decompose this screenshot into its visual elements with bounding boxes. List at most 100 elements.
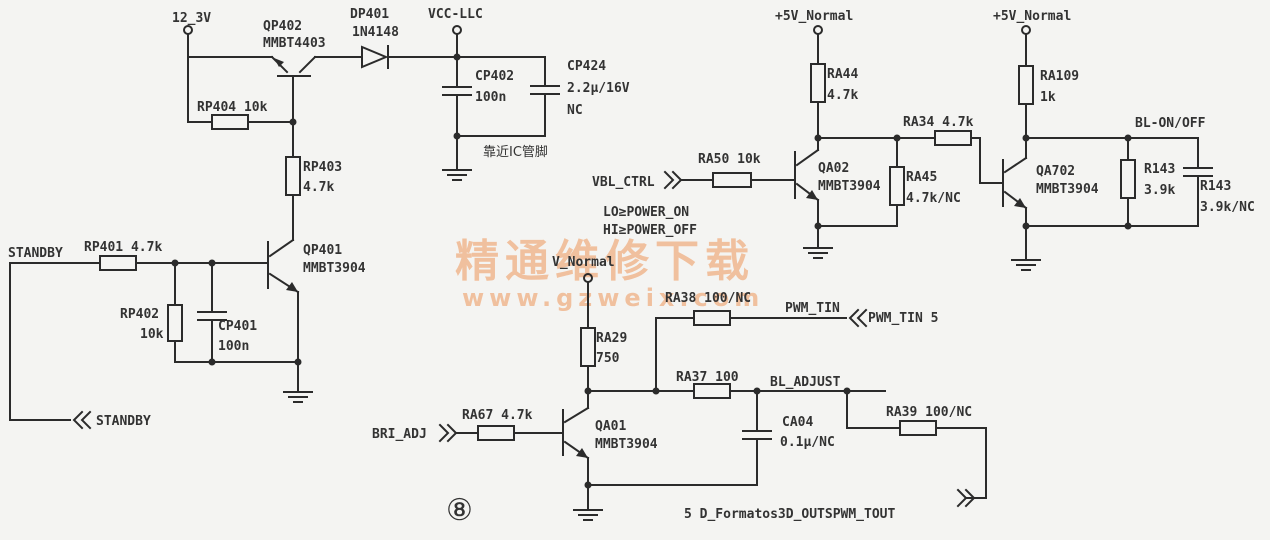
- note-lo-power-on: LO≥POWER_ON: [603, 205, 689, 220]
- cp424-ref: CP424: [567, 59, 606, 74]
- ca04-capacitor: [742, 430, 772, 440]
- vcc-llc-label: VCC-LLC: [428, 7, 483, 22]
- ground-symbol: [283, 381, 313, 403]
- qp401-ref: QP401: [303, 243, 342, 258]
- rp404-label: RP404 10k: [197, 100, 268, 115]
- rp403-value: 4.7k: [303, 180, 334, 195]
- rp401-resistor: [99, 255, 137, 271]
- rp402-ref: RP402: [120, 307, 159, 322]
- qp402-ref: QP402: [263, 19, 302, 34]
- cp401-ref: CP401: [218, 319, 257, 334]
- ra39-label: RA39 100/NC: [886, 405, 972, 420]
- ra34-label: RA34 4.7k: [903, 115, 974, 130]
- ra29-resistor: [580, 327, 596, 367]
- vcc-llc-terminal: [452, 25, 462, 35]
- r143b-ref: R143: [1200, 179, 1231, 194]
- ra50-label: RA50 10k: [698, 152, 761, 167]
- ra37-resistor: [693, 383, 731, 399]
- qa01-ref: QA01: [595, 419, 626, 434]
- ra34-resistor: [934, 130, 972, 146]
- rail-12v-label: 12_3V: [172, 11, 211, 26]
- qa702-ref: QA702: [1036, 164, 1075, 179]
- rp403-ref: RP403: [303, 160, 342, 175]
- backlight-onoff-circuit: +5V_Normal RA44 4.7k QA02 MMBT3904 VBL_C…: [592, 9, 1255, 271]
- bl-onoff-label: BL-ON/OFF: [1135, 116, 1206, 131]
- r143-capacitor: [1183, 167, 1213, 177]
- vcc5-c-label: V_Normal: [552, 255, 615, 270]
- dp401-value: 1N4148: [352, 25, 399, 40]
- qp402-value: MMBT4403: [263, 36, 326, 51]
- ra44-resistor: [810, 63, 826, 103]
- pwm-tin-arrow: [848, 308, 868, 328]
- ra109-ref: RA109: [1040, 69, 1079, 84]
- ra38-label: RA38 100/NC: [665, 291, 751, 306]
- note-hi-power-off: HI≥POWER_OFF: [603, 223, 697, 238]
- ra109-resistor: [1018, 65, 1034, 105]
- pwm-tin5-label: PWM_TIN 5: [868, 311, 938, 326]
- cp424-value: 2.2μ/16V: [567, 81, 630, 96]
- rp404-resistor: [211, 114, 249, 130]
- standby-out-arrow: [72, 410, 92, 430]
- standby-circuit: 12_3V RP404 10k QP402 MMBT4403 DP401 1N4…: [8, 7, 630, 430]
- ra29-ref: RA29: [596, 331, 627, 346]
- watermark-url: www.gzweix.com: [462, 284, 764, 312]
- standby-in-label: STANDBY: [8, 246, 63, 261]
- r143-resistor: [1120, 159, 1136, 199]
- pwm-tin-label: PWM_TIN: [785, 301, 840, 316]
- backlight-adjust-circuit: V_Normal RA29 750 RA38 100/NC PWM_TIN PW…: [372, 255, 987, 522]
- rp403-resistor: [285, 156, 301, 196]
- cp401-value: 100n: [218, 339, 249, 354]
- vcc5-a-label: +5V_Normal: [775, 9, 853, 24]
- qa702-value: MMBT3904: [1036, 182, 1099, 197]
- standby-out-label: STANDBY: [96, 414, 151, 429]
- ra29-value: 750: [596, 351, 620, 366]
- dp401-ref: DP401: [350, 7, 389, 22]
- ca04-value: 0.1μ/NC: [780, 435, 835, 450]
- ra39-resistor: [899, 420, 937, 436]
- ra44-ref: RA44: [827, 67, 858, 82]
- ground-symbol: [573, 499, 603, 521]
- qa02-value: MMBT3904: [818, 179, 881, 194]
- qa01-value: MMBT3904: [595, 437, 658, 452]
- qp402-transistor: [270, 55, 317, 123]
- vcc5-b-terminal: [1021, 25, 1031, 35]
- qp401-value: MMBT3904: [303, 261, 366, 276]
- qa702-transistor: [1002, 137, 1028, 251]
- cp402-ref: CP402: [475, 69, 514, 84]
- rp402-value: 10k: [140, 327, 164, 342]
- note-near-ic: 靠近IC管脚: [483, 144, 548, 160]
- vbl-ctrl-label: VBL_CTRL: [592, 175, 655, 190]
- qp401-transistor: [267, 238, 300, 383]
- cp424-capacitor: [530, 85, 560, 95]
- vcc5-b-label: +5V_Normal: [993, 9, 1071, 24]
- dp401-diode: [361, 45, 389, 69]
- page-number: ⑧: [446, 493, 473, 528]
- cp402-capacitor: [442, 86, 472, 96]
- qa02-ref: QA02: [818, 161, 849, 176]
- ra38-resistor: [693, 310, 731, 326]
- ra67-resistor: [477, 425, 515, 441]
- bl-adjust-label: BL_ADJUST: [770, 375, 841, 390]
- ra45-resistor: [889, 166, 905, 206]
- qa02-transistor: [794, 137, 820, 239]
- r143a-ref: R143: [1144, 162, 1175, 177]
- pwm-tout-arrow: [956, 488, 976, 508]
- cp402-value: 100n: [475, 90, 506, 105]
- r143a-value: 3.9k: [1144, 183, 1175, 198]
- ra45-value: 4.7k/NC: [906, 191, 961, 206]
- rp402-resistor: [167, 304, 183, 342]
- r143b-value: 3.9k/NC: [1200, 200, 1255, 215]
- ground-symbol: [803, 237, 833, 259]
- ra45-ref: RA45: [906, 170, 937, 185]
- ra44-value: 4.7k: [827, 88, 858, 103]
- ra109-value: 1k: [1040, 90, 1056, 105]
- vcc5-a-terminal: [813, 25, 823, 35]
- rp401-label: RP401 4.7k: [84, 240, 162, 255]
- watermark: 精通维修下载 www.gzweix.com: [455, 236, 764, 312]
- qa01-transistor: [562, 390, 590, 501]
- bri-adj-label: BRI_ADJ: [372, 427, 427, 442]
- formatos-label: 5 D_Formatos3D_OUTSPWM_TOUT: [684, 507, 895, 522]
- ra37-label: RA37 100: [676, 370, 739, 385]
- ca04-ref: CA04: [782, 415, 813, 430]
- ra50-resistor: [712, 172, 752, 188]
